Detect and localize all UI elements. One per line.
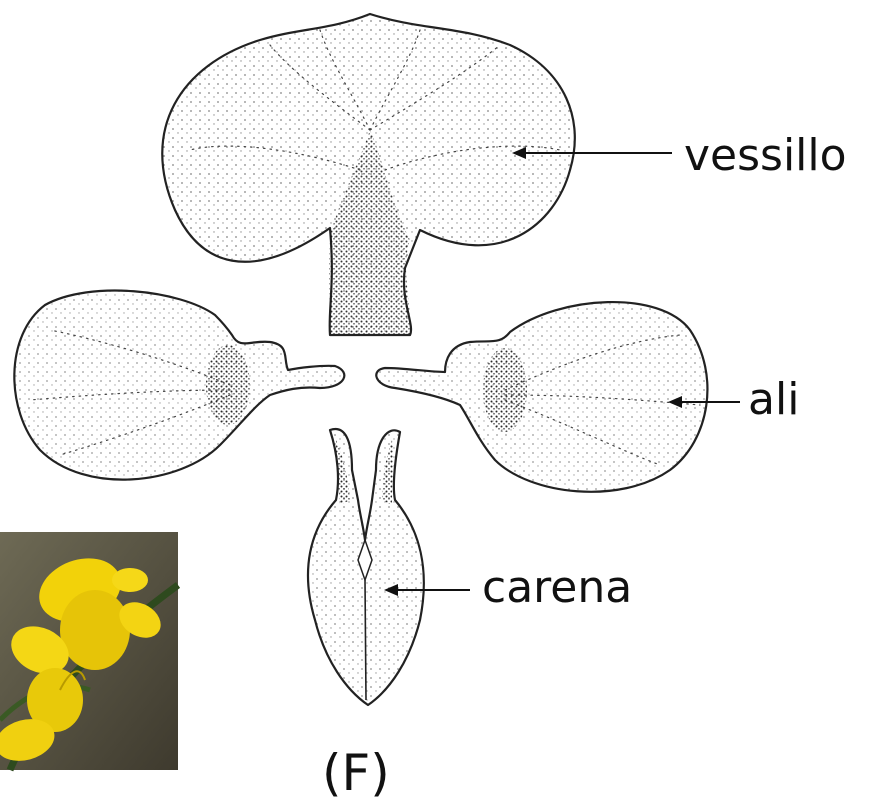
- ala-left: [14, 291, 344, 480]
- broom-flower-photo: [0, 532, 178, 770]
- ala-right: [376, 302, 707, 492]
- carena-leader: [384, 584, 470, 596]
- ali-label: ali: [748, 374, 799, 425]
- vessillo-petal: [162, 14, 575, 335]
- carena-label: carena: [482, 562, 632, 613]
- vessillo-label: vessillo: [684, 130, 847, 181]
- figure-label: (F): [322, 744, 390, 802]
- carena-petal: [308, 429, 424, 705]
